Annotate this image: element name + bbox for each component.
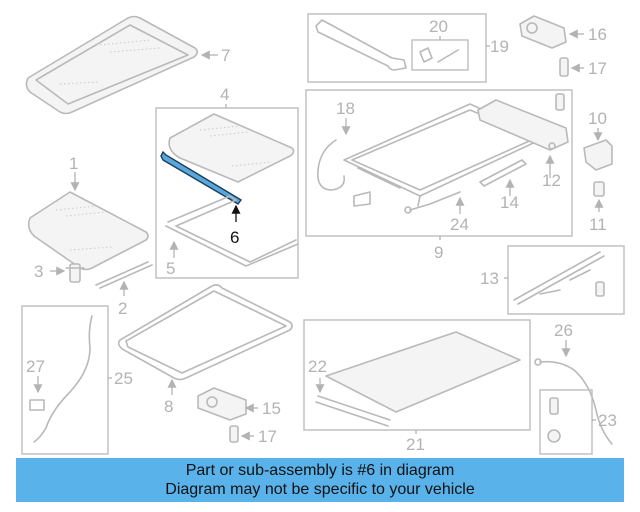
assembly-box-9 <box>305 89 573 237</box>
caption-bar: Part or sub-assembly is #6 in diagram Di… <box>16 458 624 502</box>
callout-13: 13 <box>480 269 499 288</box>
callout-24: 24 <box>450 215 469 234</box>
part-11-screw <box>593 181 605 197</box>
caption-line-1: Part or sub-assembly is #6 in diagram <box>185 462 455 479</box>
callout-1: 1 <box>69 154 78 173</box>
part-10-bracket <box>583 139 613 171</box>
part-19-deflector <box>315 19 407 71</box>
part-4-glass-panel <box>168 113 295 183</box>
callout-6: 6 <box>230 228 239 247</box>
callout-23: 23 <box>598 411 617 430</box>
assembly-box-21 <box>303 319 531 431</box>
callout-7: 7 <box>221 46 230 65</box>
part-26-drain-hose <box>534 358 613 445</box>
callout-22: 22 <box>308 357 327 376</box>
callout-21: 21 <box>406 435 425 454</box>
callout-10: 10 <box>588 109 607 128</box>
assembly-box-23 <box>539 389 593 455</box>
callout-25: 25 <box>114 369 133 388</box>
part-16-motor <box>519 15 567 49</box>
part-5-seal <box>165 195 299 267</box>
callout-5: 5 <box>166 259 175 278</box>
callout-26: 26 <box>554 321 573 340</box>
part-8-weatherstrip <box>117 284 293 381</box>
callout-20: 20 <box>429 17 448 36</box>
part-13-mechanism <box>513 251 605 305</box>
part-7-glass-panel <box>25 15 199 115</box>
callout-2: 2 <box>118 299 127 318</box>
part-3-screw <box>65 263 85 283</box>
part-17-bolt-lower <box>229 425 239 443</box>
assembly-box-4 <box>155 107 299 279</box>
part-15-motor <box>197 387 247 421</box>
callout-17-lower: 17 <box>258 427 277 446</box>
part-20-clips <box>419 47 459 63</box>
caption-line-2: Diagram may not be specific to your vehi… <box>165 481 475 498</box>
callout-14: 14 <box>500 193 519 212</box>
callout-17-upper: 17 <box>588 59 607 78</box>
callout-12: 12 <box>542 171 561 190</box>
part-25-drain-hose <box>29 315 93 443</box>
part-14-guide <box>479 159 527 187</box>
part-6-highlighted-strip <box>160 150 243 205</box>
assembly-box-19 <box>307 13 487 83</box>
part-24-rod <box>404 191 461 214</box>
part-12-bolt <box>555 93 565 111</box>
assembly-box-25 <box>21 305 109 455</box>
part-9-sunroof-frame <box>343 99 569 207</box>
part-17-bolt-upper <box>559 57 569 77</box>
callout-3: 3 <box>34 262 43 281</box>
callout-4: 4 <box>220 85 229 104</box>
callout-9: 9 <box>434 243 443 262</box>
callout-11: 11 <box>589 215 607 234</box>
callout-19: 19 <box>490 37 509 56</box>
callout-27: 27 <box>26 357 45 376</box>
assembly-box-13 <box>507 245 625 315</box>
part-2-strip <box>95 261 153 289</box>
callout-15: 15 <box>262 399 281 418</box>
part-18-cable <box>316 139 371 207</box>
callout-8: 8 <box>164 397 173 416</box>
callout-18: 18 <box>336 99 355 118</box>
part-1-glass-panel <box>27 191 149 271</box>
part-23-fasteners <box>547 397 561 443</box>
part-21-sunshade <box>315 331 521 427</box>
callout-16: 16 <box>588 25 607 44</box>
